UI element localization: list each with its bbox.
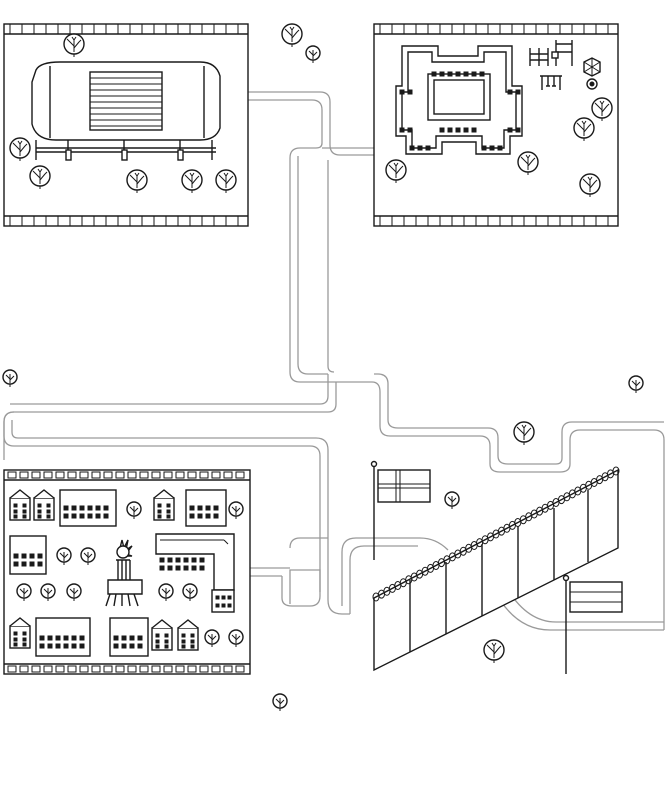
apartment-block — [35, 617, 91, 657]
apartment-block — [59, 489, 117, 527]
playground — [529, 40, 601, 90]
l-shaped-building — [155, 533, 235, 613]
wire-coil — [612, 466, 620, 476]
tree-icon — [444, 491, 460, 510]
stadium-block — [3, 23, 249, 227]
tree-icon — [281, 23, 303, 48]
tree-icon — [272, 693, 288, 712]
roundabout-icon — [583, 57, 601, 90]
tree-icon — [305, 45, 321, 64]
apartment-block — [9, 535, 47, 575]
wall-block — [372, 466, 620, 672]
stadium-fence-top — [9, 24, 239, 34]
tree-icon — [2, 369, 18, 388]
apartment-block — [109, 617, 149, 657]
tree-icon — [483, 639, 505, 664]
castle-block — [373, 23, 619, 227]
castle — [395, 45, 523, 155]
tree-icon — [628, 375, 644, 394]
stadium-fence-bottom — [9, 216, 239, 226]
road-network — [3, 91, 665, 631]
climbing-frame-icon — [529, 40, 573, 66]
swing-icon — [540, 75, 562, 90]
cross-flag — [370, 460, 431, 560]
tv-tower — [105, 539, 143, 607]
barbed-wire — [372, 466, 620, 602]
city-block — [3, 469, 251, 675]
border-wall — [373, 468, 619, 672]
striped-flag — [562, 574, 623, 674]
stadium — [31, 61, 221, 161]
tree-icon — [513, 421, 535, 446]
apartment-block — [185, 489, 227, 527]
